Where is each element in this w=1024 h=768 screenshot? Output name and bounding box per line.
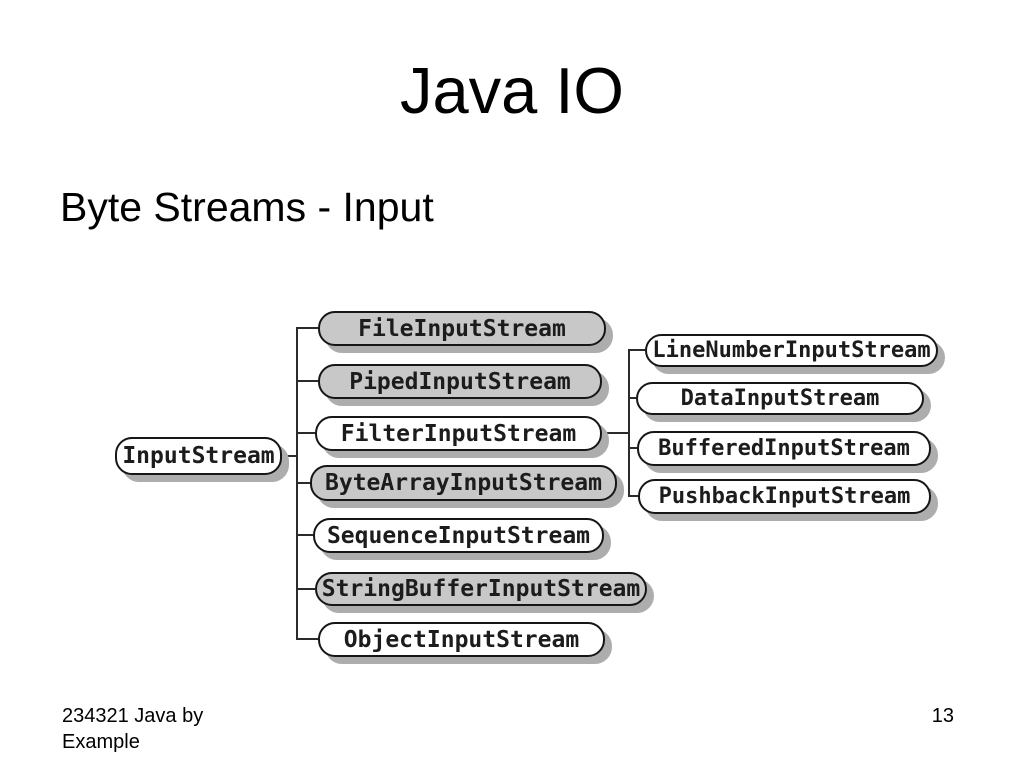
class-node-objectinputstream: ObjectInputStream [318, 622, 605, 657]
connector-stub-linenumberinputstream [630, 349, 645, 351]
class-node-bufferedinputstream: BufferedInputStream [637, 431, 931, 466]
class-node-pushbackinputstream: PushbackInputStream [638, 479, 931, 514]
class-node-stringbufferinputstream: StringBufferInputStream [315, 572, 647, 606]
class-node-datainputstream: DataInputStream [636, 382, 924, 415]
class-node-pipedinputstream: PipedInputStream [318, 364, 602, 399]
class-node-filterinputstream: FilterInputStream [315, 416, 602, 451]
connector-stub-bytearrayinputstream [298, 482, 310, 484]
slide-title: Java IO [400, 54, 624, 127]
footer-course-line2: Example [62, 731, 140, 753]
class-node-sequenceinputstream: SequenceInputStream [313, 518, 604, 553]
connector-filter-to-trunk [602, 432, 630, 434]
class-node-bytearrayinputstream: ByteArrayInputStream [310, 465, 617, 501]
connector-stub-fileinputstream [298, 327, 318, 329]
connector-stub-pushbackinputstream [630, 495, 638, 497]
connector-stub-filterinputstream [298, 432, 315, 434]
class-node-linenumberinputstream: LineNumberInputStream [645, 334, 938, 367]
connector-stub-datainputstream [630, 397, 636, 399]
connector-left-trunk [296, 327, 298, 640]
footer-page-number: 13 [931, 705, 954, 727]
footer-course-text: 234321 Java by Example [62, 703, 203, 755]
slide-subtitle: Byte Streams - Input [60, 184, 434, 230]
connector-stub-stringbufferinputstream [298, 588, 315, 590]
connector-root-to-trunk [280, 455, 298, 457]
footer-course-line1: 234321 Java by [62, 705, 204, 727]
class-node-inputstream: InputStream [115, 437, 282, 475]
connector-stub-bufferedinputstream [630, 447, 637, 449]
connector-stub-objectinputstream [298, 638, 318, 640]
connector-right-trunk [628, 349, 630, 497]
connector-stub-sequenceinputstream [298, 534, 313, 536]
connector-stub-pipedinputstream [298, 380, 318, 382]
class-node-fileinputstream: FileInputStream [318, 311, 606, 346]
